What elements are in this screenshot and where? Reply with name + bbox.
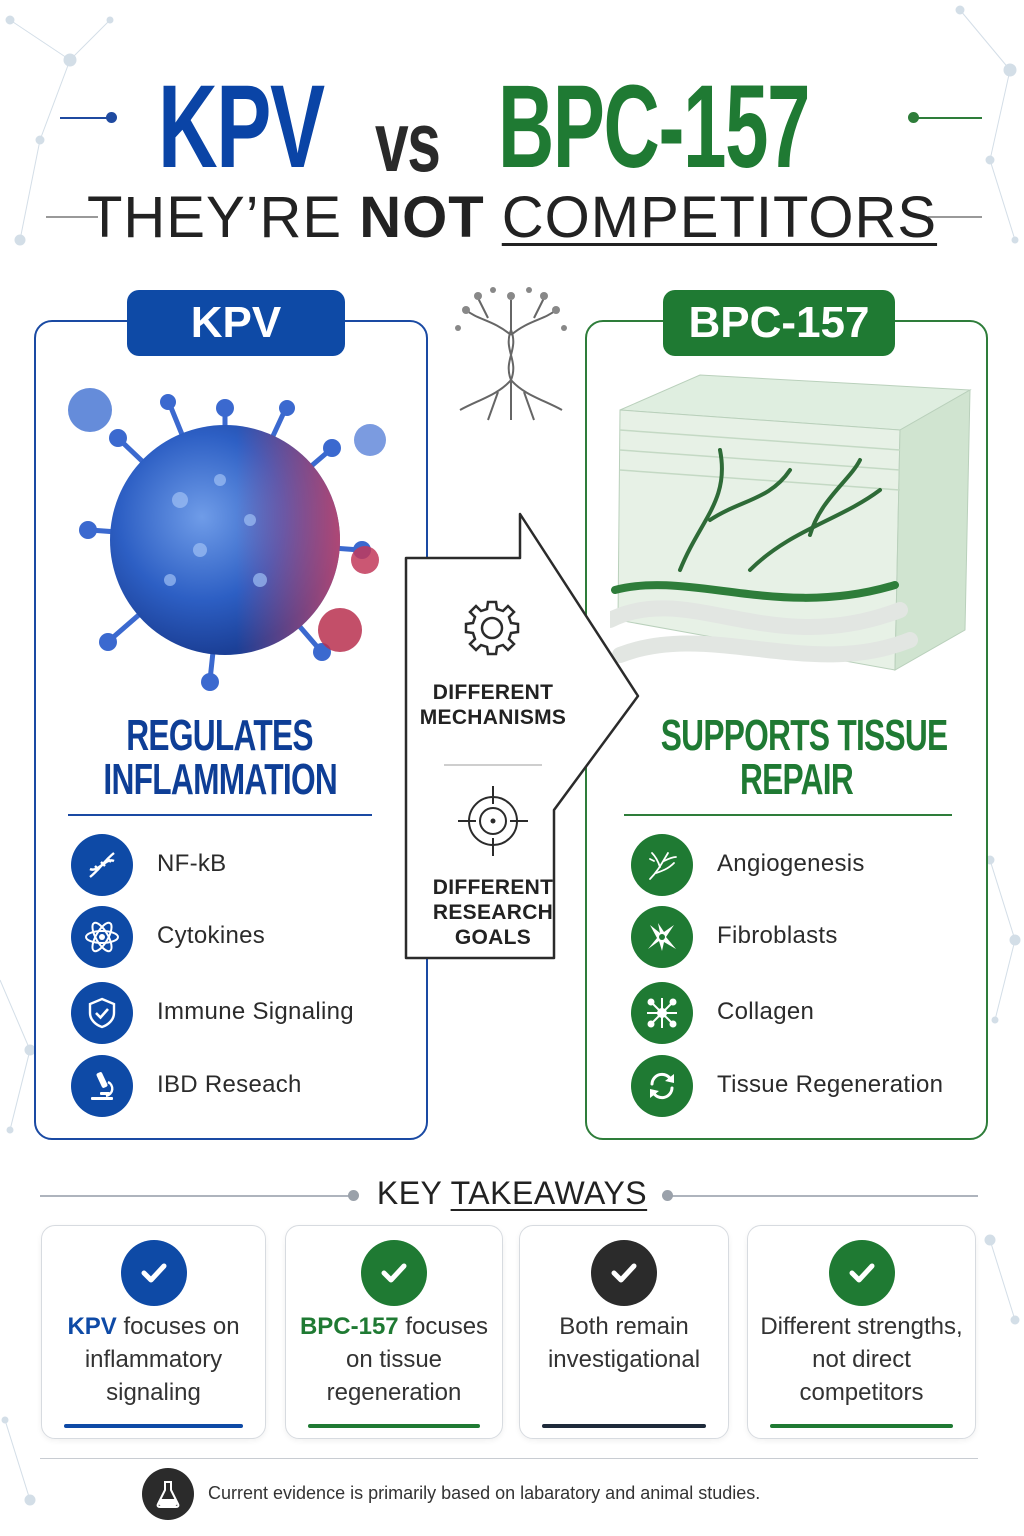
bpc-item-label: Collagen (717, 998, 815, 1025)
refresh-icon (631, 1055, 693, 1117)
center-arrow (404, 512, 640, 960)
checkmark-icon (828, 1240, 895, 1306)
takeaway-text: KPV focuses on inflammatory signaling (67, 1313, 240, 1406)
bpc-item-label: Tissue Regeneration (717, 1071, 944, 1098)
cell-illustration (68, 388, 386, 691)
kpv-tab: KPV (127, 290, 345, 356)
microscope-icon (71, 1055, 133, 1117)
title-line-left (60, 117, 110, 119)
subtitle-line-right (928, 216, 982, 218)
atom-icon (71, 906, 133, 968)
card-accent-bar (770, 1424, 953, 1428)
dna-icon (71, 834, 133, 896)
flask-icon (142, 1468, 194, 1520)
footer-divider (40, 1458, 978, 1459)
shield-check-icon (71, 982, 133, 1044)
takeaway-text: Both remain investigational (547, 1313, 701, 1373)
evidence-footnote: Current evidence is primarily based on l… (208, 1483, 761, 1503)
kt-line-right (670, 1195, 978, 1197)
kpv-item-label: NF-kB (157, 850, 227, 877)
checkmark-icon (361, 1240, 427, 1306)
card-accent-bar (64, 1424, 243, 1428)
bpc-item-label: Angiogenesis (717, 850, 865, 877)
vessel-icon (631, 834, 693, 896)
target-icon (458, 786, 528, 856)
subtitle-not: NOT (359, 185, 485, 250)
takeaway-card-bpc: BPC-157 focuses on tissue regeneration (285, 1225, 503, 1439)
title-dot-right (908, 112, 919, 123)
kpv-item-label: IBD Reseach (157, 1071, 302, 1098)
subtitle-line-left (46, 216, 98, 218)
kt-dot-left (348, 1190, 359, 1201)
title-kpv: KPV (158, 61, 325, 193)
takeaway-card-investigational: Both remain investigational (519, 1225, 729, 1439)
bpc-item-label: Fibroblasts (717, 922, 838, 949)
key-takeaways-title: KEY TAKEAWAYS (376, 1175, 648, 1211)
title-vs: vs (375, 95, 441, 189)
bpc-tab: BPC-157 (663, 290, 895, 356)
kt-dot-right (662, 1190, 673, 1201)
takeaway-text: BPC-157 focuses on tissue regeneration (299, 1313, 489, 1406)
network-icon (631, 982, 693, 1044)
takeaway-text: Different strengths, not direct competit… (760, 1313, 963, 1406)
takeaway-card-different: Different strengths, not direct competit… (747, 1225, 976, 1439)
checkmark-icon (591, 1240, 657, 1306)
checkmark-icon (120, 1240, 187, 1306)
tissue-illustration (610, 374, 972, 671)
card-accent-bar (542, 1424, 706, 1428)
cell-icon (631, 906, 693, 968)
subtitle-competitors: COMPETITORS (501, 185, 938, 250)
title-dot-left (106, 112, 117, 123)
title-line-right (918, 117, 982, 119)
title-bpc: BPC-157 (498, 61, 810, 193)
takeaway-card-kpv: KPV focuses on inflammatory signaling (41, 1225, 266, 1439)
subtitle: THEY’RE NOT COMPETITORS (86, 185, 938, 250)
kpv-item-label: Cytokines (157, 922, 266, 949)
card-accent-bar (308, 1424, 480, 1428)
bpc-divider (624, 814, 952, 816)
kpv-item-label: Immune Signaling (157, 998, 354, 1025)
gear-icon (464, 600, 520, 656)
kpv-divider (68, 814, 372, 816)
kt-line-left (40, 1195, 352, 1197)
tree-dna-icon (455, 287, 567, 421)
main-title: KPV vs BPC-157 (0, 30, 1024, 186)
